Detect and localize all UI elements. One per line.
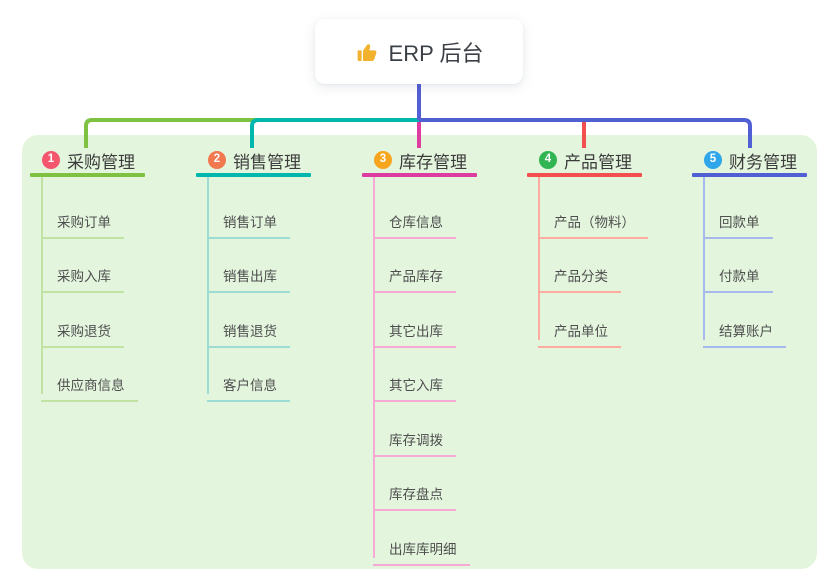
branch-node-header[interactable]: 3 库存管理 xyxy=(374,149,467,172)
sub-item[interactable]: 出库库明细 xyxy=(373,525,470,566)
branch-subtree-line xyxy=(373,177,375,558)
root-node-label: ERP 后台 xyxy=(388,40,484,66)
branch-subtree-line xyxy=(41,177,43,394)
branch-title-underline xyxy=(362,173,477,177)
branch-node-header[interactable]: 1 采购管理 xyxy=(42,149,135,172)
sub-item[interactable]: 结算账户 xyxy=(703,307,786,348)
branches-panel xyxy=(22,135,817,569)
sub-item[interactable]: 供应商信息 xyxy=(41,361,138,402)
sub-item[interactable]: 其它出库 xyxy=(373,307,456,348)
branch-subtree-line xyxy=(207,177,209,394)
sub-item[interactable]: 产品（物料） xyxy=(538,198,648,239)
branch-title: 财务管理 xyxy=(729,152,797,172)
sub-item[interactable]: 采购退货 xyxy=(41,307,124,348)
branch-title-underline xyxy=(30,173,145,177)
branch-number-badge: 5 xyxy=(704,151,722,169)
sub-item[interactable]: 采购订单 xyxy=(41,198,124,239)
sub-item[interactable]: 产品分类 xyxy=(538,252,621,293)
branch-number-badge: 4 xyxy=(539,151,557,169)
sub-item[interactable]: 产品库存 xyxy=(373,252,456,293)
sub-item[interactable]: 销售退货 xyxy=(207,307,290,348)
branch-number-badge: 1 xyxy=(42,151,60,169)
branch-title-underline xyxy=(527,173,642,177)
sub-item[interactable]: 销售订单 xyxy=(207,198,290,239)
sub-item[interactable]: 销售出库 xyxy=(207,252,290,293)
root-node-erp[interactable]: ERP 后台 xyxy=(315,19,523,84)
branch-subtree-line xyxy=(703,177,705,340)
branch-subtree-line xyxy=(538,177,540,340)
branch-node-header[interactable]: 2 销售管理 xyxy=(208,149,301,172)
branch-title: 库存管理 xyxy=(399,152,467,172)
sub-item[interactable]: 付款单 xyxy=(703,252,773,293)
branch-node-header[interactable]: 4 产品管理 xyxy=(539,149,632,172)
branch-number-badge: 2 xyxy=(208,151,226,169)
branch-node-header[interactable]: 5 财务管理 xyxy=(704,149,797,172)
branch-title: 产品管理 xyxy=(564,152,632,172)
thumbs-up-icon xyxy=(355,40,379,64)
sub-item[interactable]: 回款单 xyxy=(703,198,773,239)
branch-title-underline xyxy=(692,173,807,177)
branch-number-badge: 3 xyxy=(374,151,392,169)
branch-title: 销售管理 xyxy=(233,152,301,172)
branch-title: 采购管理 xyxy=(67,152,135,172)
sub-item[interactable]: 仓库信息 xyxy=(373,198,456,239)
sub-item[interactable]: 客户信息 xyxy=(207,361,290,402)
sub-item[interactable]: 库存调拨 xyxy=(373,416,456,457)
sub-item[interactable]: 采购入库 xyxy=(41,252,124,293)
sub-item[interactable]: 产品单位 xyxy=(538,307,621,348)
sub-item[interactable]: 其它入库 xyxy=(373,361,456,402)
sub-item[interactable]: 库存盘点 xyxy=(373,470,456,511)
branch-title-underline xyxy=(196,173,311,177)
